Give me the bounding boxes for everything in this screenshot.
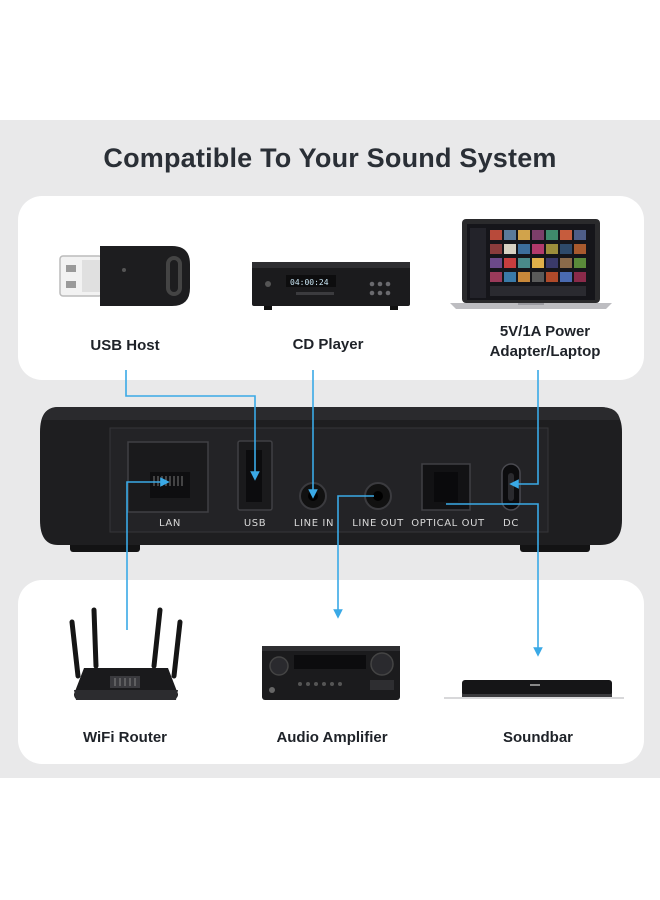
page-title: Compatible To Your Sound System (103, 143, 557, 173)
router-label: WiFi Router (82, 729, 168, 746)
router-connector (126, 477, 170, 630)
usb-port-label: USB (243, 518, 267, 529)
amplifier-label: Audio Amplifier (276, 729, 388, 746)
optical-out-label: OPTICAL OUT (411, 518, 485, 529)
soundbar-connector (446, 503, 543, 657)
power-label-line1: 5V/1A Power (499, 323, 591, 340)
line-out-label: LINE OUT (352, 518, 404, 529)
dc-port-label: DC (503, 518, 519, 529)
line-in-label: LINE IN (293, 518, 335, 529)
usb-host-connector (125, 370, 260, 481)
cd-player-label: CD Player (292, 336, 364, 353)
lan-port-label: LAN (159, 518, 181, 529)
amplifier-connector (333, 495, 374, 619)
soundbar-label: Soundbar (503, 729, 573, 746)
power-label-line2: Adapter/Laptop (489, 343, 601, 360)
usb-host-label: USB Host (90, 337, 160, 354)
cd-display-text: 04:00:24 (290, 278, 329, 287)
power-connector (509, 370, 539, 489)
